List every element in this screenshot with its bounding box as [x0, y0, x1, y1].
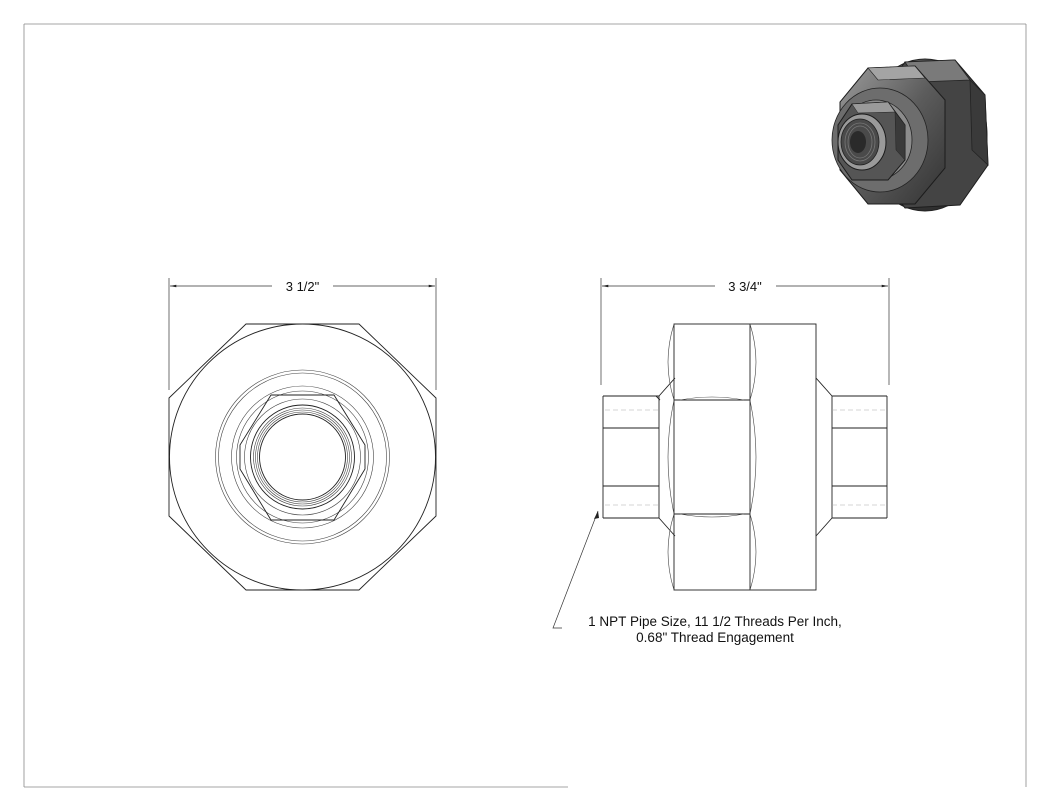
side-length-label: 3 3/4": [728, 279, 762, 294]
side-length-dimension: 3 3/4": [600, 278, 890, 385]
front-hex: [239, 394, 366, 521]
front-outer-octagon: [168, 323, 437, 591]
side-right-stub: [832, 395, 888, 519]
thread-note-line1: 1 NPT Pipe Size, 11 1/2 Threads Per Inch…: [588, 614, 842, 629]
thread-leader: [552, 510, 599, 629]
isometric-render: [831, 58, 989, 212]
side-main-body: [673, 323, 817, 591]
side-left-stub: [602, 395, 661, 519]
side-view: [602, 323, 888, 591]
thread-note-line2: 0.68" Thread Engagement: [636, 630, 794, 645]
sheet-border: [23, 23, 1027, 788]
front-outer-circle: [169, 323, 436, 591]
front-view: [168, 323, 437, 591]
front-width-label: 3 1/2": [286, 279, 320, 294]
front-width-dimension: 3 1/2": [168, 278, 437, 390]
